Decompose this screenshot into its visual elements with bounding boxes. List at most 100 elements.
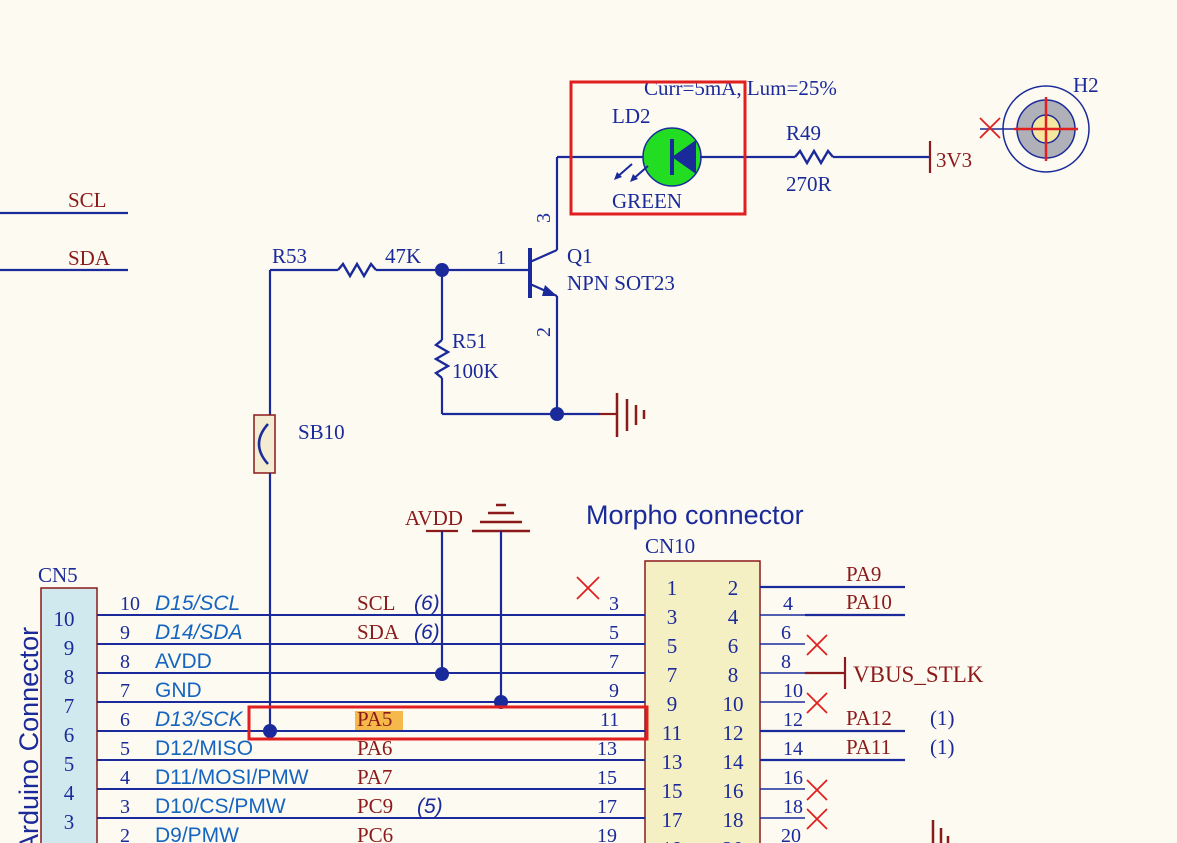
h2-ref: H2 <box>1073 73 1099 97</box>
cn5-body <box>40 587 98 843</box>
led-diode-triangle <box>672 140 696 174</box>
cn10-ext-pin: 9 <box>609 680 619 702</box>
q1-ref: Q1 <box>567 244 593 268</box>
cn5-signal: GND <box>155 679 202 702</box>
led-highlight-box <box>569 80 747 216</box>
cn5-signal: D9/PMW <box>155 824 239 843</box>
q1-collector-line <box>529 248 558 264</box>
cn5-signal: D12/MISO <box>155 737 253 760</box>
r49-ref: R49 <box>786 121 821 145</box>
r49-resistor <box>794 148 834 166</box>
cn5-signal: AVDD <box>155 650 212 673</box>
supply-3v3-label: 3V3 <box>936 148 972 172</box>
cn5-ext-pin: 8 <box>120 651 130 673</box>
net-vbus-stlk: VBUS_STLK <box>853 662 984 687</box>
morpho-title: Morpho connector <box>586 500 804 530</box>
cn10-ext-pin: 4 <box>783 593 793 615</box>
cn10-pin: 17 <box>662 808 683 832</box>
cn10-ext-pin: 10 <box>783 680 803 702</box>
net-pa11: PA11 <box>846 735 891 759</box>
cn5-signal: D10/CS/PMW <box>155 795 286 818</box>
cn5-ref: CN5 <box>38 563 78 587</box>
cn5-net: PC6 <box>357 823 393 843</box>
cn10-pin: 20 <box>723 837 744 843</box>
cn10-ext-pin: 3 <box>609 593 619 615</box>
cn10-pin: 19 <box>662 837 683 843</box>
cn10-ext-pin: 12 <box>783 709 803 731</box>
cn5-ext-pin: 3 <box>120 796 130 818</box>
cn5-pin: 7 <box>64 694 75 718</box>
net-pa10: PA10 <box>846 590 892 614</box>
ground-icon-top <box>472 503 530 533</box>
cn5-ext-pin: 10 <box>120 593 140 615</box>
cn5-pin: 6 <box>64 723 75 747</box>
q1-pin1: 1 <box>496 247 506 269</box>
h2-mounting-hole-icon <box>979 85 1090 173</box>
cn10-pin: 2 <box>728 576 739 600</box>
cn5-net-note: (5) <box>417 795 443 818</box>
avdd-label: AVDD <box>405 506 463 530</box>
cn10-pin: 8 <box>728 663 739 687</box>
cn10-pin: 10 <box>723 692 744 716</box>
cn5-signal: D14/SDA <box>155 621 243 644</box>
r51-resistor <box>433 339 451 379</box>
cn5-signal: D13/SCK <box>155 708 244 731</box>
q1-desc: NPN SOT23 <box>567 271 675 295</box>
cn10-ext-pin: 13 <box>597 738 617 760</box>
cn10-ext-pin: 15 <box>597 767 617 789</box>
sb10-body <box>253 414 276 474</box>
cn10-ext-pin: 18 <box>783 796 803 818</box>
sda-net-label: SDA <box>68 246 111 270</box>
cn10-ref: CN10 <box>645 534 695 558</box>
led-annotation: Curr=5mA, Lum=25% <box>644 76 837 100</box>
r51-ref: R51 <box>452 329 487 353</box>
r53-ref: R53 <box>272 244 307 268</box>
led-light-arrows-icon <box>614 163 649 182</box>
sb10-ref: SB10 <box>298 420 345 444</box>
cn10-pin: 7 <box>667 663 678 687</box>
cn10-pin: 9 <box>667 692 678 716</box>
cn5-pin: 10 <box>54 607 75 631</box>
cn10-pin: 14 <box>723 750 745 774</box>
cn10-ext-pin: 11 <box>600 709 619 731</box>
q1-pin2: 2 <box>533 327 555 337</box>
cn5-pin: 2 <box>64 839 75 843</box>
scl-net-label: SCL <box>68 188 107 212</box>
net-pa9: PA9 <box>846 562 881 586</box>
cn10-ext-pin: 19 <box>597 825 617 843</box>
cn10-ext-pin: 6 <box>781 622 791 644</box>
r51-value: 100K <box>452 359 499 383</box>
cn5-ext-pin: 5 <box>120 738 130 760</box>
cn5-signal: D11/MOSI/PMW <box>155 766 309 789</box>
cn10-body <box>644 560 761 843</box>
cn10-pin: 3 <box>667 605 678 629</box>
cn5-net: SCL <box>357 591 396 615</box>
ground-icon-bottom <box>931 820 950 843</box>
cn10-ext-pin: 20 <box>781 825 801 843</box>
r49-value: 270R <box>786 172 832 196</box>
ground-icon <box>600 393 646 437</box>
cn10-pin: 11 <box>662 721 682 745</box>
cn10-pin: 5 <box>667 634 678 658</box>
morpho-x-marks-icon <box>806 634 828 830</box>
cn5-net-note: (6) <box>414 621 440 644</box>
cn5-ext-pin: 2 <box>120 825 130 843</box>
cn5-net: SDA <box>357 620 400 644</box>
cn5-net: PC9 <box>357 794 393 818</box>
cn10-ext-pin: 7 <box>609 651 619 673</box>
cn10-pin: 16 <box>723 779 744 803</box>
note-pa12: (1) <box>930 706 955 730</box>
pa5-highlight-box <box>247 705 649 741</box>
cn10-pin: 13 <box>662 750 683 774</box>
q1-emitter-arrow <box>542 285 557 296</box>
cn10-pin: 1 <box>667 576 678 600</box>
cn5-signal: D15/SCL <box>155 592 240 615</box>
r53-value: 47K <box>385 244 421 268</box>
cn10-pin: 15 <box>662 779 683 803</box>
cn5-ext-pin: 9 <box>120 622 130 644</box>
cn5-pin: 5 <box>64 752 75 776</box>
cn10-pin: 6 <box>728 634 739 658</box>
pa5-highlight <box>355 711 403 730</box>
cn5-ext-pin: 7 <box>120 680 130 702</box>
